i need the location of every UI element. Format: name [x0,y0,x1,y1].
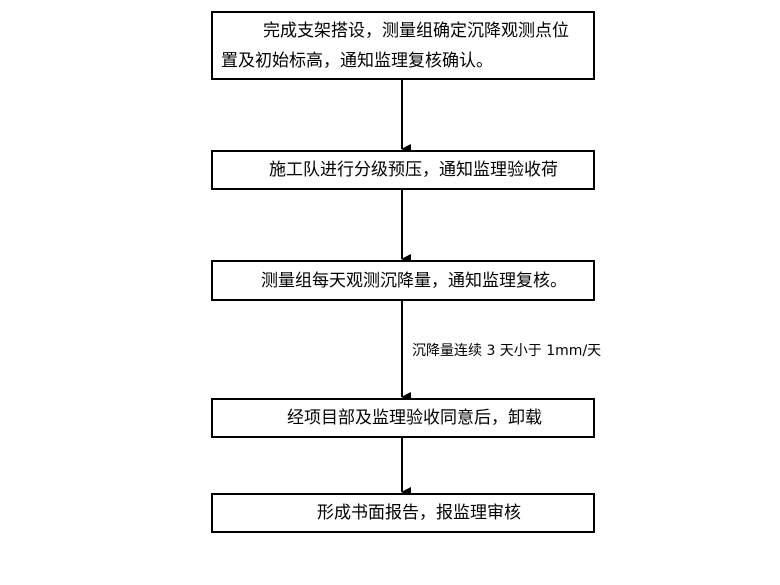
step-4-text: 经项目部及监理验收同意后，卸载 [287,408,542,428]
step-written-report: 形成书面报告，报监理审核 [211,493,595,533]
condition-label: 沉降量连续 3 天小于 1mm/天 [412,343,602,359]
step-1-line-2: 置及初始标高，通知监理复核确认。 [221,51,493,71]
step-staged-preload: 施工队进行分级预压，通知监理验收荷 [211,150,595,190]
step-1-line-1: 完成支架搭设，测量组确定沉降观测点位 [263,21,569,41]
step-acceptance-unload: 经项目部及监理验收同意后，卸载 [211,398,595,438]
step-setup-survey-points: 完成支架搭设，测量组确定沉降观测点位 置及初始标高，通知监理复核确认。 [211,11,595,80]
step-2-text: 施工队进行分级预压，通知监理验收荷 [269,160,558,180]
step-3-text: 测量组每天观测沉降量，通知监理复核。 [261,271,567,291]
step-daily-settlement-observation: 测量组每天观测沉降量，通知监理复核。 [211,260,595,301]
step-5-text: 形成书面报告，报监理审核 [317,503,521,523]
